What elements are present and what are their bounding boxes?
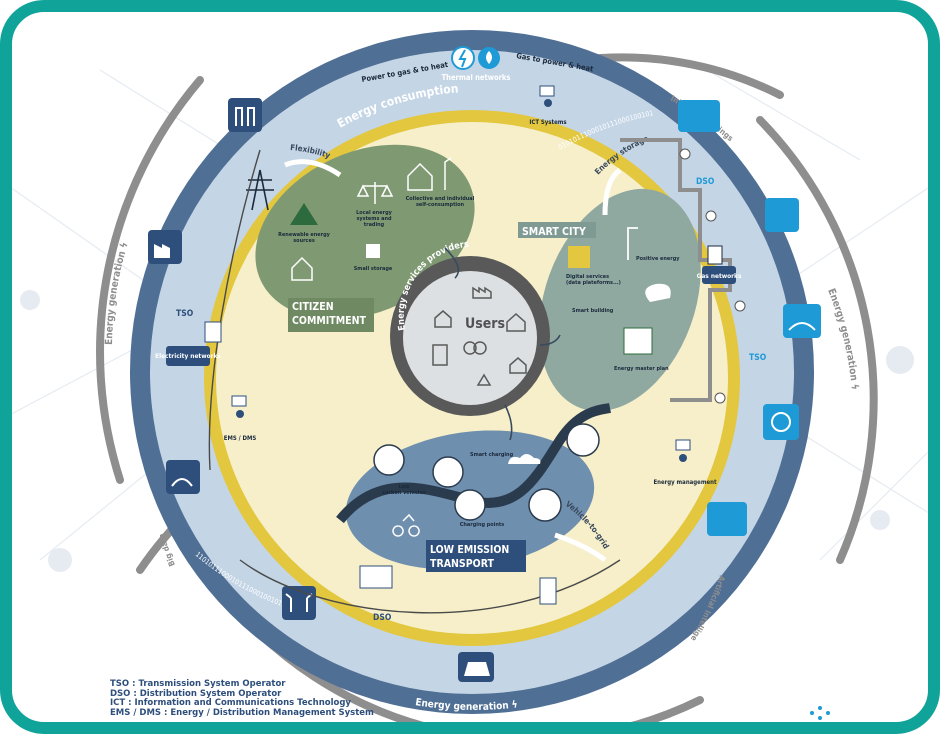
house-turbine-icon (407, 157, 452, 191)
monitor-icon (675, 439, 691, 451)
scales-icon (356, 182, 394, 204)
street-lamp-icon (627, 227, 638, 260)
network-logo-icon (810, 706, 830, 720)
energy-master-plan-label: Energy master plan (614, 366, 669, 372)
smart-city-contents: SMART CITY Positive energy Digital servi… (518, 222, 680, 372)
substation-icon (204, 321, 222, 343)
mountain-icon (290, 203, 318, 225)
monitor-icon (539, 85, 555, 97)
dso-bottom-label: DSO (373, 613, 392, 623)
citizen-title-line2: COMMITMENT (292, 315, 366, 327)
road (336, 403, 611, 524)
distribution-cabinet-icon (359, 565, 393, 589)
ict-systems: ICT Systems (529, 85, 567, 126)
user-building-icons (432, 286, 527, 386)
low-carbon-line1: Low (398, 484, 410, 490)
smart-building-label: Smart building (572, 308, 614, 314)
monitor-icon (231, 395, 247, 407)
energy-master-plan-icon (623, 327, 653, 355)
electricity-networks-label: Electricity networks (155, 352, 221, 360)
energy-storage-arrow (602, 167, 622, 216)
power-plant-icon (228, 98, 262, 132)
positive-energy-label: Positive energy (636, 256, 680, 262)
transport-contents: Smart charging Low carbon vehicles Charg… (336, 403, 611, 572)
electric-car-icon (528, 488, 562, 522)
electricity-line-bottom (239, 559, 621, 614)
heating-plant-icon (707, 502, 747, 536)
dso-top-label: DSO (696, 177, 715, 187)
local-trading-line2: systems and (356, 216, 392, 222)
charging-station-icon (432, 456, 464, 488)
energy-management-label: Energy management (653, 479, 717, 486)
digital-services-line1: Digital services (566, 274, 609, 280)
ems-dms-label: EMS / DMS (224, 435, 257, 442)
cloud-icon (508, 454, 541, 464)
low-carbon-line2: carbon vehicles (382, 490, 426, 496)
legend-tso: TSO : Transmission System Operator (110, 679, 286, 689)
transport-title-line2: TRANSPORT (430, 558, 494, 570)
gas-tank-icon (765, 198, 799, 232)
citizen-commitment-contents: Local energy systems and trading Collect… (278, 157, 475, 332)
gas-valves (679, 148, 746, 404)
heat-pump-fan-icon (763, 404, 799, 440)
renewable-sources-line1: Renewable energy (278, 232, 330, 238)
transport-title-line1: LOW EMISSION (430, 544, 509, 556)
vehicle-to-grid-arrow (554, 532, 607, 563)
digital-services-line2: (data plateforms...) (566, 280, 621, 286)
citizen-title-line1: CITIZEN (292, 301, 334, 313)
van-icon (566, 423, 600, 457)
renewable-sources-line2: sources (293, 238, 315, 244)
tso-left-label: TSO (176, 309, 194, 319)
legend-ict: ICT : Information and Communications Tec… (110, 698, 351, 708)
battery-icon (366, 244, 380, 258)
bicycle-icon (392, 513, 420, 537)
svg-text:Energy generation ϟ: Energy generation ϟ (825, 287, 860, 390)
users-label: Users (465, 316, 505, 332)
self-consumption-line1: Collective and individual (406, 196, 475, 202)
local-trading-line3: trading (364, 222, 385, 228)
bus-icon (373, 444, 405, 476)
smart-city-title: SMART CITY (522, 226, 586, 238)
house-solar-icon (291, 256, 313, 281)
hydro-dam-icon (166, 460, 200, 494)
abbreviation-legend: TSO : Transmission System Operator DSO :… (110, 679, 374, 718)
tso-right-label: TSO (749, 353, 767, 363)
thermal-networks-label: Thermal networks (442, 73, 511, 82)
smart-meter-icon (539, 577, 557, 605)
energy-generation-right-label: Energy generation ϟ (825, 287, 860, 390)
flexibility-arrow (284, 159, 342, 178)
tree-icon (645, 283, 671, 302)
flow-arrows (444, 247, 561, 441)
legend-dso: DSO : Distribution System Operator (110, 688, 282, 699)
electricity-line-left (208, 149, 261, 471)
ev-charging-point-icon (454, 489, 486, 521)
small-storage-label: Small storage (354, 266, 393, 272)
smart-city-zone (539, 188, 701, 412)
gas-meter-icon (707, 245, 723, 265)
electricity-networks: Electricity networks (155, 321, 222, 366)
biogas-icon (783, 304, 821, 338)
gas-storage-icon (678, 100, 720, 132)
local-trading-line1: Local energy (356, 210, 392, 216)
users-disc (403, 271, 537, 405)
ict-systems-label: ICT Systems (529, 119, 566, 126)
self-consumption-line2: self-consumption (416, 202, 465, 208)
gas-networks-label: Gas networks (697, 272, 742, 280)
charging-points-label: Charging points (460, 522, 504, 528)
ems-dms: EMS / DMS (224, 395, 257, 442)
legend-ems-dms: EMS / DMS : Energy / Distribution Manage… (110, 707, 374, 718)
smart-charging-label: Smart charging (470, 452, 514, 458)
office-building-icon (568, 246, 590, 268)
energy-management: Energy management (653, 439, 717, 486)
